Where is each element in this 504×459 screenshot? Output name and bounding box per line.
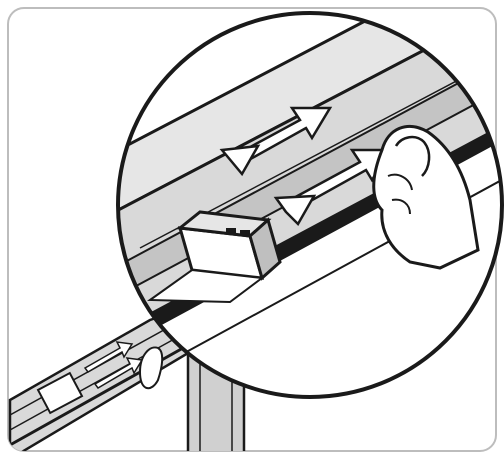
- illustration-stage: [0, 0, 504, 459]
- rail-adjustment-diagram: [0, 0, 504, 459]
